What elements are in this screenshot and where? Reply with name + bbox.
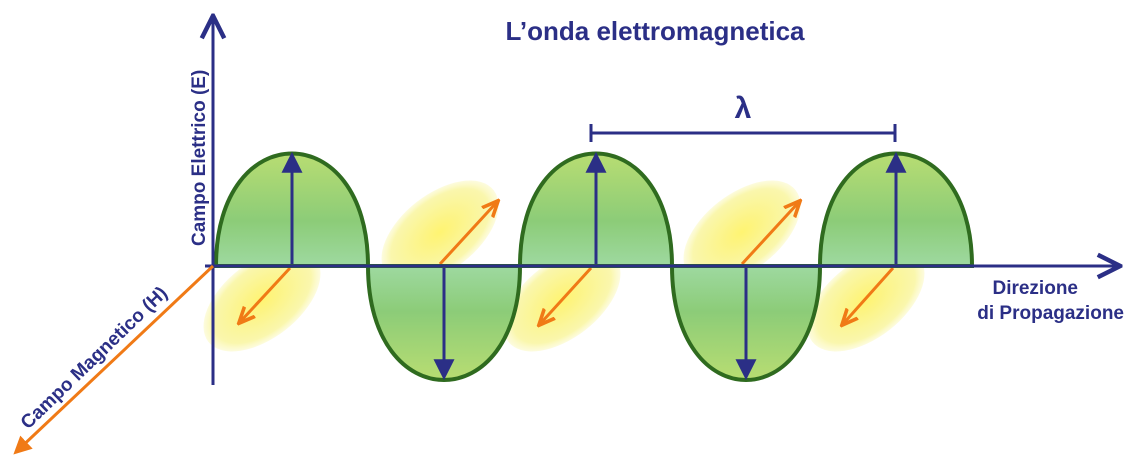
electric-axis-label: Campo Elettrico (E) bbox=[189, 70, 210, 246]
magnetic-arrow bbox=[540, 266, 593, 324]
magnetic-arrow bbox=[740, 202, 799, 266]
wavelength-bracket bbox=[589, 124, 897, 142]
electric-field-arrows bbox=[281, 151, 907, 381]
magnetic-arrow bbox=[240, 266, 292, 322]
magnetic-lobe bbox=[683, 180, 801, 284]
propagation-label-line2: di Propagazione bbox=[977, 303, 1124, 324]
diagram-title: L’onda elettromagnetica bbox=[505, 16, 805, 46]
magnetic-axis bbox=[13, 264, 215, 455]
propagation-label-line1: Direzione bbox=[992, 278, 1078, 299]
wavelength-symbol: λ bbox=[735, 92, 752, 125]
magnetic-lobe bbox=[381, 180, 499, 284]
axes bbox=[13, 18, 1118, 455]
magnetic-axis-label: Campo Magnetico (H) bbox=[17, 283, 172, 434]
magnetic-arrow bbox=[438, 202, 497, 266]
magnetic-field-arrows bbox=[240, 202, 895, 324]
magnetic-arrow bbox=[843, 267, 895, 324]
